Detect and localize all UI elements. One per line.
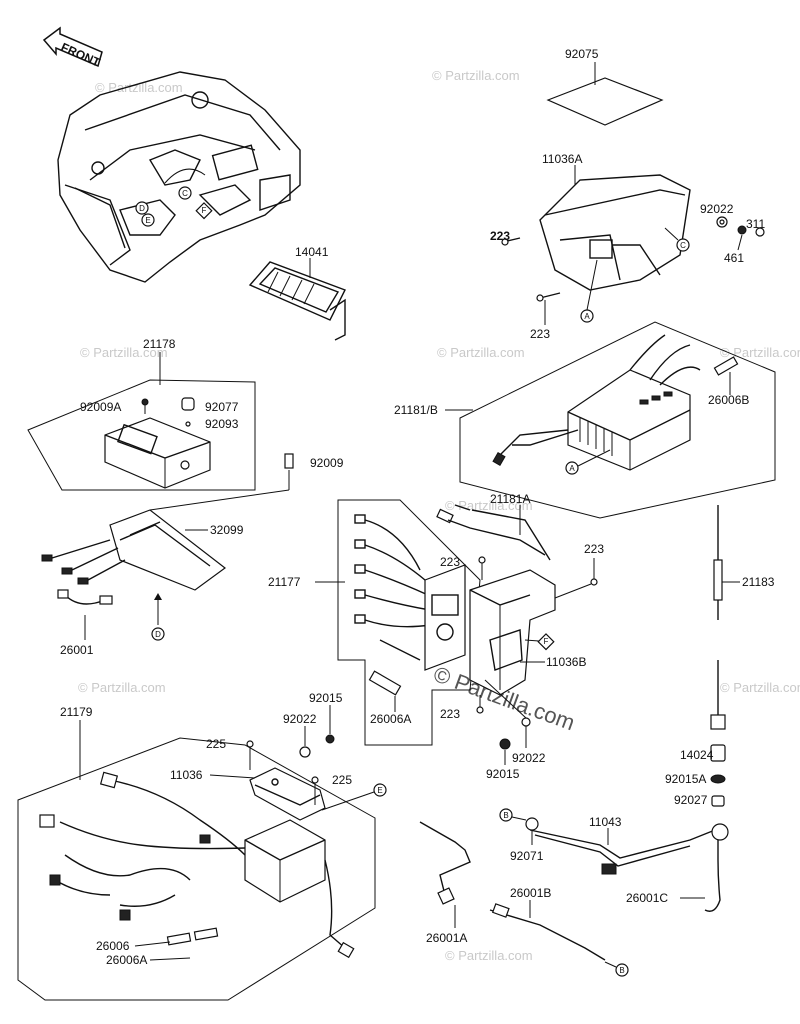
svg-text:B: B [503, 811, 508, 820]
callout-c-fairing [178, 186, 192, 200]
parts-center-fasteners: 92015 92022 [283, 691, 343, 758]
watermark-9: © Partzilla.com [445, 948, 533, 963]
label-92077: 92077 [205, 400, 239, 414]
label-92009: 92009 [310, 456, 344, 470]
label-92027: 92027 [674, 793, 708, 807]
watermark-8: © Partzilla.com [720, 680, 800, 695]
group-21178: 21178 92009A 92077 92093 [27, 337, 256, 491]
part-21181A: 21181A 11036B 223 223 223 F 92022 92015 [436, 492, 604, 781]
svg-text:E: E [145, 216, 150, 225]
part-14041: 14041 [248, 245, 346, 341]
label-21178: 21178 [143, 337, 176, 351]
watermark-3: © Partzilla.com [80, 345, 168, 360]
label-14024: 14024 [680, 748, 714, 762]
label-92015-b: 92015 [486, 767, 520, 781]
label-14041: 14041 [295, 245, 329, 259]
group-21181B: 21181/B 26006B A [394, 321, 776, 519]
part-92075: 92075 [546, 47, 664, 126]
part-26001AB: 26001A 26001B B [419, 821, 629, 977]
front-arrow: FRONT [42, 26, 103, 70]
label-11036: 11036 [170, 768, 203, 782]
label-92022-b: 92022 [283, 712, 317, 726]
label-223-a: 223 [530, 327, 550, 341]
label-26001A: 26001A [426, 931, 467, 945]
label-461: 461 [724, 251, 744, 265]
label-11036B: 11036B [546, 655, 586, 669]
label-26006: 26006 [96, 939, 130, 953]
label-21179: 21179 [60, 705, 93, 719]
label-92022-a: 92022 [700, 202, 734, 216]
watermark-5: © Partzilla.com [720, 345, 800, 360]
label-32099: 32099 [210, 523, 244, 537]
label-225-b: 225 [332, 773, 352, 787]
label-11043: 11043 [589, 815, 622, 829]
part-11036: 11036 225 225 E [170, 737, 387, 821]
label-92015-a: 92015 [309, 691, 343, 705]
label-26001B: 26001B [510, 886, 551, 900]
label-223-b: 223 [440, 555, 460, 569]
label-92022-c: 92022 [512, 751, 546, 765]
label-223-d: 223 [440, 707, 460, 721]
label-21177: 21177 [268, 575, 301, 589]
label-26006A-a: 26006A [370, 712, 411, 726]
svg-text:D: D [155, 630, 161, 639]
label-311: 311 [746, 217, 765, 231]
part-11043: 11043 92071 B 26001C [499, 808, 729, 912]
label-92009A: 92009A [80, 400, 121, 414]
fairing-callouts: C F D E [135, 168, 213, 227]
watermark-7: © Partzilla.com [78, 680, 166, 695]
label-26006B: 26006B [708, 393, 749, 407]
label-21181A: 21181A [490, 492, 530, 506]
svg-text:F: F [202, 206, 207, 215]
svg-text:C: C [680, 241, 686, 250]
part-32099: 92009 32099 26001 D [41, 453, 344, 657]
watermark-2: © Partzilla.com [432, 68, 520, 83]
label-223-c: 223 [584, 542, 604, 556]
svg-text:C: C [182, 189, 188, 198]
label-21183: 21183 [742, 575, 775, 589]
part-21183: 21183 14024 92015A 92027 [665, 505, 775, 807]
label-21181B: 21181/B [394, 403, 438, 417]
svg-text:E: E [377, 786, 382, 795]
label-26001: 26001 [60, 643, 94, 657]
svg-text:A: A [584, 312, 590, 321]
label-11036A: 11036A [542, 152, 582, 166]
front-arrow-icon [42, 26, 103, 68]
label-92015A: 92015A [665, 772, 706, 786]
group-21179: 21179 26006 26006A [17, 705, 376, 1001]
svg-text:B: B [619, 966, 624, 975]
label-223-bold: 223 [490, 229, 510, 243]
group-21177: 21177 26006A [268, 499, 481, 746]
part-11036A: 11036A 223 223 A C 92022 461 311 [490, 152, 765, 341]
svg-text:D: D [139, 204, 145, 213]
label-26001C: 26001C [626, 891, 668, 905]
svg-text:F: F [544, 637, 549, 646]
svg-text:A: A [569, 464, 575, 473]
fairing-body [57, 71, 301, 283]
watermark-1: © Partzilla.com [95, 80, 183, 95]
watermark-4: © Partzilla.com [437, 345, 525, 360]
label-92075: 92075 [565, 47, 599, 61]
label-26006A-b: 26006A [106, 953, 147, 967]
label-92093: 92093 [205, 417, 239, 431]
label-92071: 92071 [510, 849, 544, 863]
label-225-a: 225 [206, 737, 226, 751]
